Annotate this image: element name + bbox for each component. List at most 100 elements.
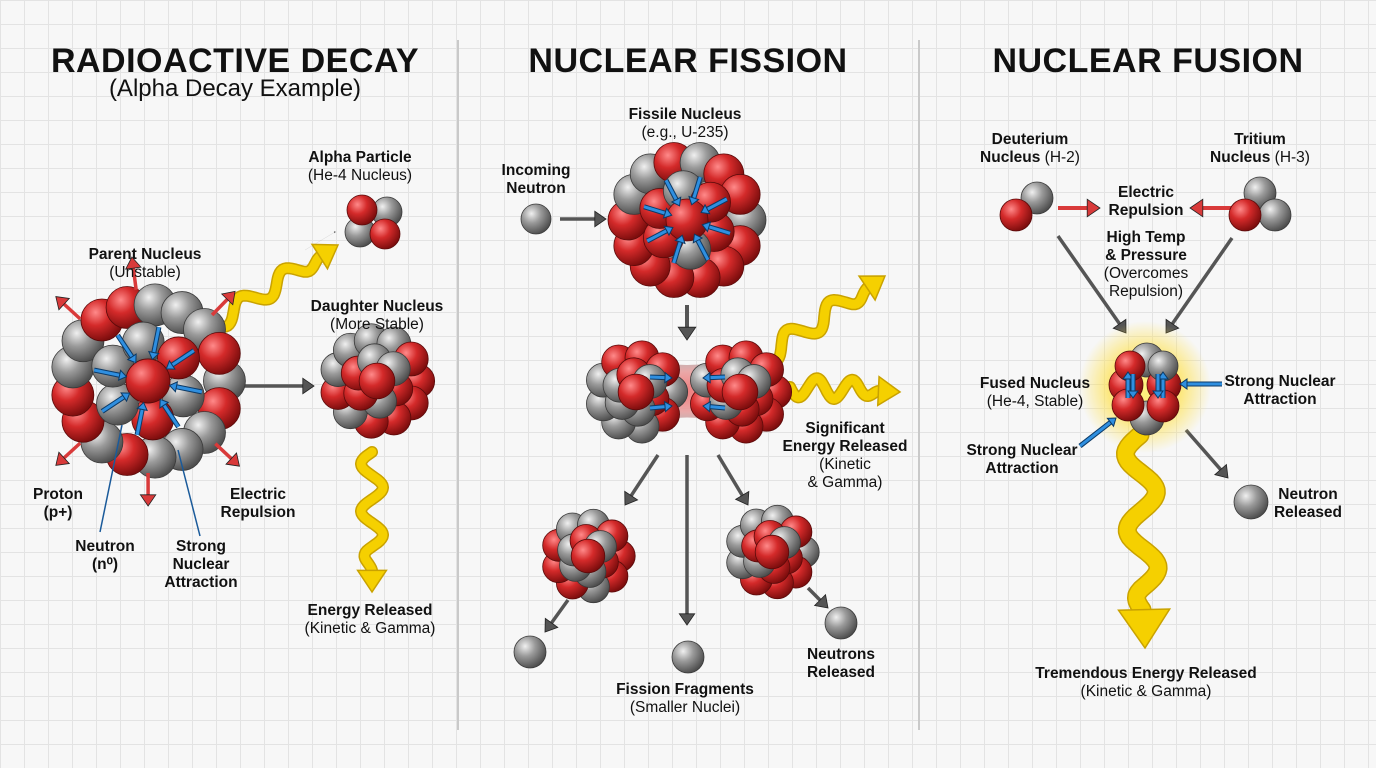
alpha-emission-arrow: [304, 231, 336, 251]
fusion-neutron-arrow: [1184, 428, 1229, 479]
fissile-strong-arrow-4: [643, 204, 673, 219]
fissile-nucleus-label: Fissile Nucleus(e.g., U-235): [628, 106, 742, 141]
decay-strong-arrow-7: [165, 348, 196, 370]
fusion-title: NUCLEAR FUSION: [992, 42, 1304, 80]
fissile-strong-arrow-6: [688, 176, 703, 206]
fission-split-arrow: [677, 305, 697, 341]
neutron: [520, 203, 552, 235]
fused-strong-4: [1152, 374, 1164, 399]
alpha-particle-label: Alpha Particle(He-4 Nucleus): [307, 149, 413, 184]
decay-strong-arrow-0: [168, 381, 203, 395]
daughter-nucleus: [320, 323, 436, 439]
fragment-neutron-arrow-right: [806, 586, 829, 609]
decay-emission-arrow: [244, 377, 315, 395]
proton: [999, 198, 1033, 232]
fissile-strong-arrow-3: [646, 225, 674, 244]
decay-alpha-energy-wave: [206, 243, 340, 333]
center-proton: [617, 373, 655, 411]
repulsion-arrow-5: [139, 472, 157, 507]
repulsion-arrow-2: [55, 441, 82, 466]
proton: [346, 194, 378, 226]
neck-arrow-2: [649, 400, 673, 413]
strong-pointer-left: [1078, 417, 1117, 448]
fragment-arrow-left: [624, 454, 660, 506]
repulsion-arrow-0: [124, 256, 142, 290]
force-arrows-layer: [55, 176, 1222, 537]
section-divider-2: [918, 40, 920, 730]
decay-strong-arrow-6: [148, 326, 162, 361]
repulsion-arrow-3: [55, 296, 82, 321]
deforming-nucleus-left: [586, 340, 689, 444]
strong-force-pointer: [177, 449, 201, 537]
repulsion-arrow-left: [1058, 198, 1101, 218]
deuterium-nucleus: [999, 181, 1054, 232]
fusion-released-neutron: [1233, 484, 1269, 520]
tritium-nucleus: [1228, 176, 1292, 232]
center-proton: [125, 358, 171, 404]
neutron: [1233, 484, 1269, 520]
decay-strong-arrow-3: [100, 392, 131, 414]
fusion-energy-wave: [1116, 425, 1172, 650]
decay-energy-label: Energy Released(Kinetic & Gamma): [304, 602, 436, 637]
section-divider-1: [457, 40, 459, 730]
neck-arrow-1: [649, 371, 673, 384]
released-neutron: [671, 640, 705, 674]
center-proton: [665, 198, 709, 242]
decay-energy-wave: [355, 446, 389, 594]
daughter-nucleus-label: Daughter Nucleus(More Stable): [310, 298, 444, 333]
fission-title: NUCLEAR FISSION: [528, 42, 848, 80]
decay-strong-arrow-1: [159, 398, 181, 429]
fissile-strong-arrow-2: [671, 234, 686, 264]
released-neutron: [513, 635, 547, 669]
parent-nucleus-label: Parent Nucleus(Unstable): [88, 246, 202, 281]
decay-subtitle: (Alpha Decay Example): [108, 75, 362, 102]
fragment-arrow-right: [716, 454, 750, 506]
fissile-strong-arrow-0: [701, 221, 731, 236]
arrows-layer: [244, 198, 1234, 633]
fissile-nucleus: [607, 142, 767, 298]
repulsion-arrow-right: [1189, 198, 1232, 218]
fission-energy-wave-1: [754, 275, 887, 369]
center-proton: [721, 373, 759, 411]
fission-fragments-label: Fission Fragments(Smaller Nuclei): [616, 681, 754, 716]
fused-strong-3: [1127, 374, 1139, 399]
fragment-neutron-arrow-left: [544, 598, 570, 633]
decay-title: RADIOACTIVE DECAY: [50, 42, 420, 80]
proton: [369, 218, 401, 250]
fission-neutrons: [513, 606, 858, 674]
strong-pointer-right: [1179, 378, 1222, 390]
proton: [1228, 198, 1262, 232]
deforming-nucleus-right: [690, 340, 793, 444]
fission-energy-wave-2: [784, 372, 902, 407]
proton-label: Proton(p+): [33, 486, 83, 521]
fission-fragment-left: [542, 508, 636, 604]
fissile-strong-arrow-1: [692, 233, 711, 261]
decay-strong-arrow-4: [93, 367, 128, 381]
fused-nucleus-label: Fused Nucleus(He-4, Stable): [979, 375, 1091, 410]
repulsion-arrow-1: [210, 290, 236, 317]
repulsion-arrow-4: [214, 442, 240, 467]
released-neutron: [824, 606, 858, 640]
decay-strong-arrow-2: [134, 401, 148, 436]
alpha-particle: [344, 194, 403, 250]
center-proton: [570, 538, 606, 574]
neck-arrow-4: [702, 400, 726, 413]
center-proton: [358, 362, 396, 400]
fission-fragment-right: [726, 504, 820, 600]
neutron-pointer: [99, 424, 123, 533]
fissile-strong-arrow-5: [663, 179, 682, 207]
decay-strong-arrow-5: [115, 333, 137, 364]
center-proton: [754, 534, 790, 570]
fissile-strong-arrow-7: [700, 196, 728, 215]
